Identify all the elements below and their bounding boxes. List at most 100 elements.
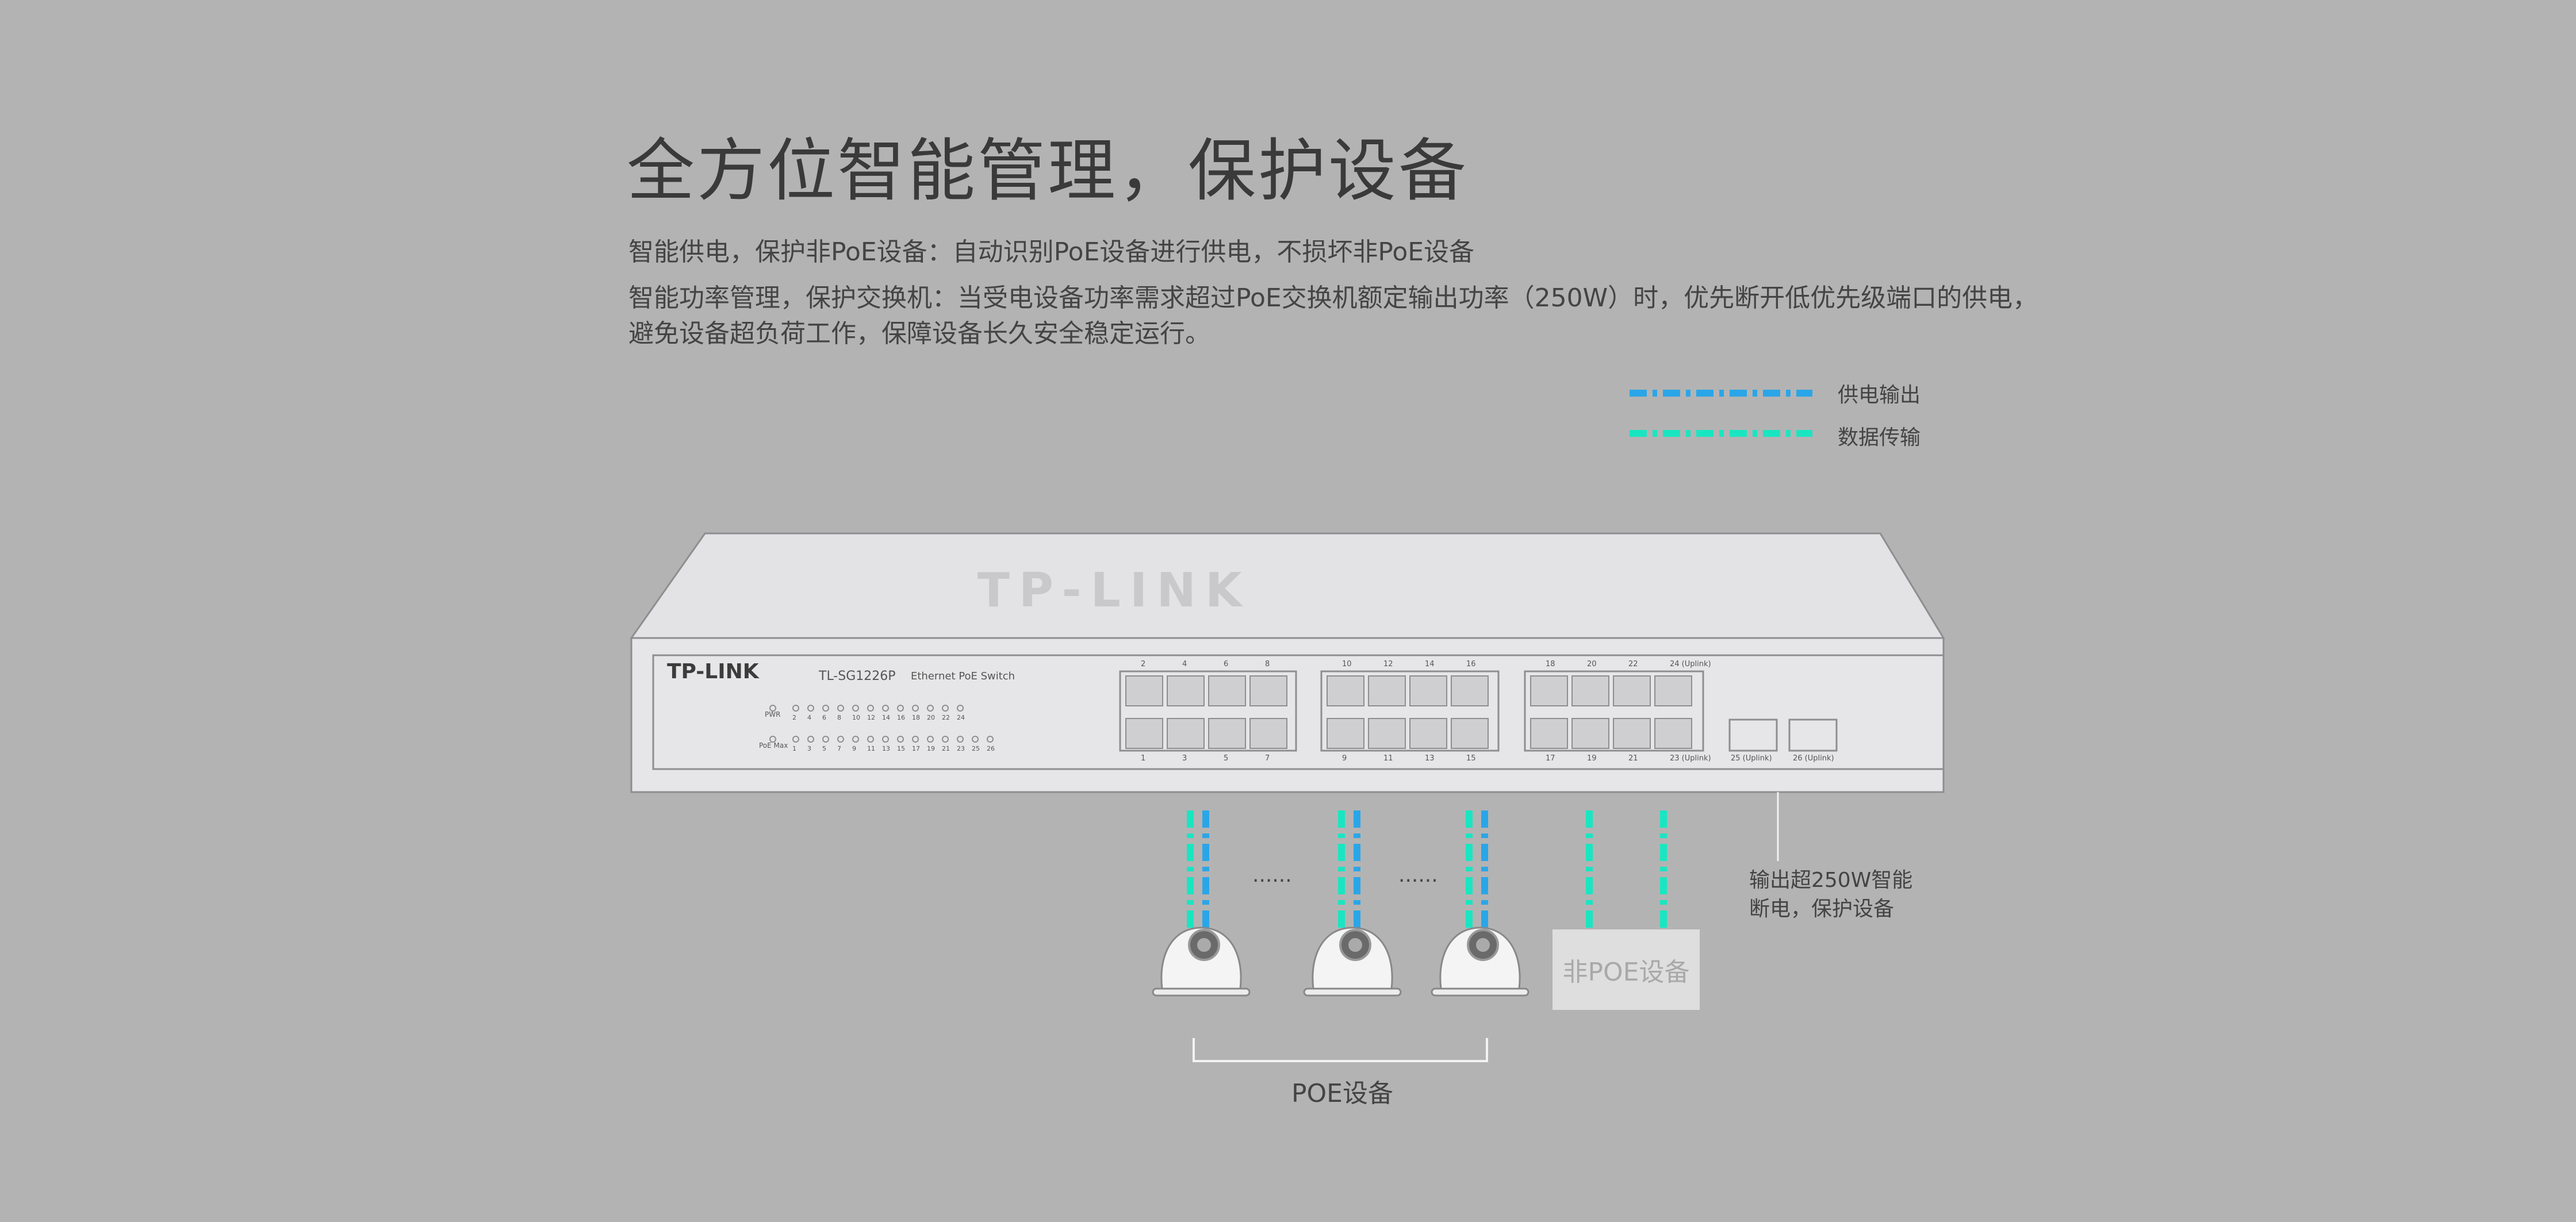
led-indicator — [927, 705, 934, 712]
port-group-2 — [1320, 670, 1500, 752]
port-number-top: 24 (Uplink) — [1670, 660, 1711, 668]
port-number-bottom: 3 — [1182, 754, 1187, 763]
led-indicator — [972, 736, 979, 743]
sfp-port-26 — [1788, 718, 1838, 752]
legend-data-label: 数据传输 — [1838, 426, 1921, 449]
led-number: 2 — [792, 714, 796, 721]
port-number-top: 22 — [1628, 660, 1638, 668]
led-number: 16 — [897, 714, 905, 721]
led-number: 7 — [837, 745, 841, 752]
port-number-top: 16 — [1466, 660, 1476, 668]
poe-group-label: POE设备 — [1291, 1079, 1393, 1108]
led-number: 9 — [852, 745, 856, 752]
switch-top-face — [630, 532, 1945, 639]
led-indicator — [957, 705, 964, 712]
led-number: 20 — [927, 714, 935, 721]
led-number: 1 — [792, 745, 796, 752]
port-number-top: 4 — [1182, 660, 1187, 668]
led-number: 25 — [972, 745, 980, 752]
led-indicator — [837, 736, 844, 743]
led-indicator — [769, 705, 776, 712]
port-number-bottom: 23 (Uplink) — [1670, 754, 1711, 763]
port-number-bottom: 11 — [1383, 754, 1393, 763]
led-indicator — [897, 736, 904, 743]
led-indicator — [897, 705, 904, 712]
camera-2-link — [1338, 810, 1360, 928]
led-number: 22 — [942, 714, 950, 721]
led-indicator — [912, 736, 919, 743]
poe-group-bracket — [1193, 1038, 1488, 1062]
ellipsis-1: ...... — [1252, 863, 1292, 887]
led-number: 11 — [867, 745, 875, 752]
led-label-poe-max: PoE Max — [759, 741, 788, 750]
led-indicator — [822, 705, 829, 712]
led-indicator — [852, 705, 859, 712]
led-number: 26 — [987, 745, 995, 752]
port-number-bottom: 5 — [1224, 754, 1229, 763]
led-number: 14 — [882, 714, 890, 721]
switch-front-panel — [652, 654, 1945, 770]
port-number-top: 6 — [1224, 660, 1229, 668]
led-indicator — [987, 736, 994, 743]
camera-3 — [1431, 927, 1529, 997]
port-number-top: 10 — [1342, 660, 1352, 668]
switch-type: Ethernet PoE Switch — [911, 670, 1015, 682]
sfp-port-25 — [1728, 718, 1778, 752]
led-number: 19 — [927, 745, 935, 752]
led-indicator — [769, 736, 776, 743]
sfp-label-25: 25 (Uplink) — [1731, 754, 1772, 763]
port-number-top: 20 — [1587, 660, 1597, 668]
non-poe-device-label: 非POE设备 — [1562, 958, 1690, 987]
switch-top-logo: TP-LINK — [977, 563, 1251, 618]
led-number: 24 — [957, 714, 965, 721]
port-group-1 — [1119, 670, 1297, 752]
led-number: 17 — [912, 745, 920, 752]
led-indicator — [942, 705, 949, 712]
port-number-top: 14 — [1425, 660, 1435, 668]
camera-2 — [1303, 927, 1402, 997]
port-number-top: 12 — [1383, 660, 1393, 668]
port-number-bottom: 13 — [1425, 754, 1435, 763]
led-indicator — [822, 736, 829, 743]
non-poe-device-box — [1552, 929, 1700, 1010]
description-line-2: 智能功率管理，保护交换机：当受电设备功率需求超过PoE交换机额定输出功率（250… — [628, 283, 2038, 313]
led-number: 12 — [867, 714, 875, 721]
led-indicator — [957, 736, 964, 743]
camera-1-link — [1187, 810, 1209, 928]
camera-1 — [1152, 927, 1251, 997]
led-indicator — [912, 705, 919, 712]
led-number: 18 — [912, 714, 920, 721]
port-number-bottom: 15 — [1466, 754, 1476, 763]
description-line-3: 避免设备超负荷工作，保障设备长久安全稳定运行。 — [628, 319, 1210, 348]
led-number: 10 — [852, 714, 860, 721]
switch-model: TL-SG1226P — [819, 669, 896, 683]
switch-logo: TP-LINK — [667, 660, 759, 683]
port-number-bottom: 9 — [1342, 754, 1347, 763]
led-number: 4 — [807, 714, 811, 721]
port-number-bottom: 17 — [1546, 754, 1555, 763]
overload-note-line-2: 断电，保护设备 — [1749, 897, 1895, 921]
port-group-3 — [1524, 670, 1704, 752]
poe-switch — [630, 532, 1945, 793]
led-number: 23 — [957, 745, 965, 752]
led-indicator — [882, 736, 889, 743]
led-number: 6 — [822, 714, 826, 721]
port-number-bottom: 7 — [1265, 754, 1270, 763]
led-row-1 — [769, 705, 964, 712]
led-label-pwr: PWR — [765, 710, 781, 718]
led-indicator — [792, 705, 799, 712]
led-row-2 — [769, 736, 994, 743]
led-indicator — [837, 705, 844, 712]
led-number: 3 — [807, 745, 811, 752]
ellipsis-2: ...... — [1398, 863, 1438, 887]
port-number-bottom: 19 — [1587, 754, 1597, 763]
led-indicator — [852, 736, 859, 743]
port-number-top: 2 — [1141, 660, 1146, 668]
led-indicator — [807, 705, 814, 712]
led-indicator — [867, 705, 874, 712]
led-indicator — [942, 736, 949, 743]
led-number: 8 — [837, 714, 841, 721]
legend-power-label: 供电输出 — [1838, 383, 1921, 407]
description-line-1: 智能供电，保护非PoE设备：自动识别PoE设备进行供电，不损坏非PoE设备 — [628, 237, 1475, 267]
